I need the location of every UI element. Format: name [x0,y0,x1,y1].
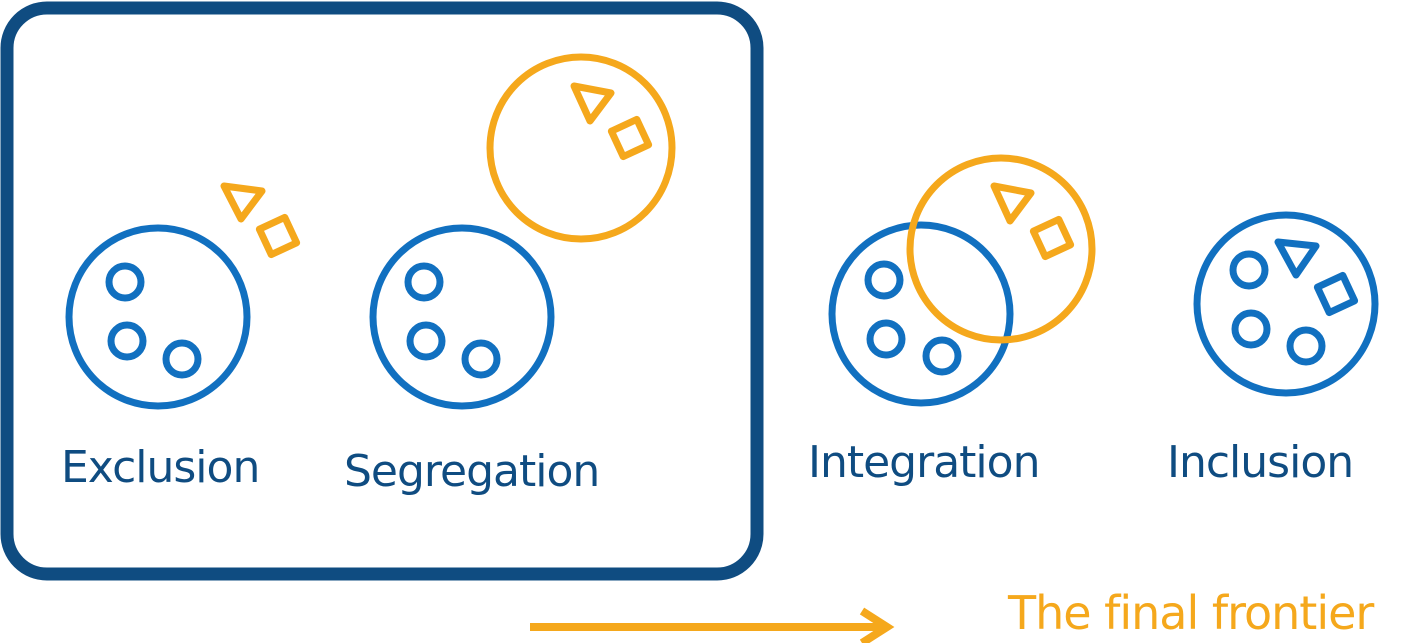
member-dot [1229,250,1269,290]
minority-group-circle [486,53,676,243]
exclusion-illustration [65,182,301,410]
majority-group-circle [828,221,1014,407]
member-dot [105,262,145,302]
integration-illustration [828,154,1096,407]
stage-label-inclusion: Inclusion [1167,437,1354,488]
right-arrow-icon [530,607,895,643]
member-dot [922,336,962,376]
member-dot [461,339,501,379]
member-dot [866,319,906,359]
member-dot [107,321,147,361]
stage-label-exclusion: Exclusion [61,442,260,493]
segregation-illustration [369,53,676,410]
member-dot [406,321,446,361]
majority-group-circle [65,224,251,410]
member-dot [864,260,904,300]
outsider-square-icon [1029,215,1075,261]
majority-group-circle [369,224,555,410]
member-dot [404,262,444,302]
member-dot [1231,309,1271,349]
member-dot [1286,326,1326,366]
outsider-triangle-icon [570,82,615,125]
majority-group-circle [1193,211,1379,397]
outsider-square-icon [255,213,301,259]
included-triangle-icon [1274,238,1320,279]
stage-label-integration: Integration [808,437,1040,488]
outsider-square-icon [607,115,653,161]
outsider-triangle-icon [220,182,266,223]
outsider-triangle-icon [990,182,1035,225]
member-dot [162,339,202,379]
inclusion-illustration [1193,211,1379,397]
grouping-frame [0,1,764,581]
footer-caption: The final frontier [1008,586,1374,640]
minority-group-circle [906,154,1096,344]
included-square-icon [1313,271,1359,317]
stage-label-segregation: Segregation [344,446,600,497]
